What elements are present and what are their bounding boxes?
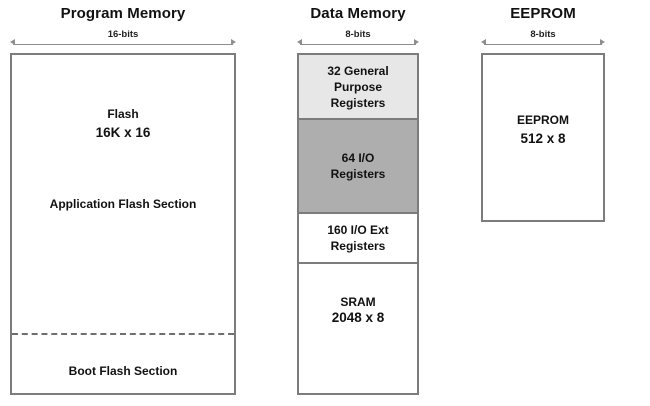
data-memory-title: Data Memory: [310, 5, 406, 22]
eeprom-width-label: 8-bits: [481, 30, 605, 40]
flash-label: Flash: [107, 107, 139, 121]
arrow-right-icon: [414, 39, 419, 45]
segment-sram: SRAM 2048 x 8: [299, 264, 417, 393]
flash-section-divider: [12, 333, 234, 335]
segment-line-1: 160 I/O Ext: [327, 223, 389, 237]
dimension-line: [13, 44, 233, 45]
data-memory-width-dimension: 8-bits: [297, 30, 419, 49]
dimension-line: [484, 44, 602, 45]
eeprom-title: EEPROM: [510, 5, 576, 22]
segment-line-1: 64 I/O: [341, 151, 375, 165]
eeprom-text-block: EEPROM 512 x 8: [483, 111, 603, 148]
eeprom-box: EEPROM 512 x 8: [481, 53, 605, 222]
segment-line-2: Registers: [330, 167, 386, 181]
segment-io-registers: 64 I/O Registers: [299, 120, 417, 214]
segment-line-2: Registers: [330, 239, 386, 253]
program-memory-width-label: 16-bits: [10, 30, 236, 40]
boot-flash-section-block: Boot Flash Section: [12, 362, 234, 380]
arrow-right-icon: [600, 39, 605, 45]
flash-heading-block: Flash 16K x 16: [12, 105, 234, 142]
program-memory-width-dimension: 16-bits: [10, 30, 236, 49]
application-flash-section-block: Application Flash Section: [12, 195, 234, 213]
eeprom-label: EEPROM: [516, 113, 569, 127]
arrow-left-icon: [10, 39, 15, 45]
arrow-left-icon: [481, 39, 486, 45]
segment-line-2: 2048 x 8: [331, 310, 385, 325]
arrow-right-icon: [231, 39, 236, 45]
program-memory-box: Flash 16K x 16 Application Flash Section…: [10, 53, 236, 395]
eeprom-width-dimension: 8-bits: [481, 30, 605, 49]
flash-size: 16K x 16: [95, 125, 151, 140]
segment-io-ext-registers: 160 I/O Ext Registers: [299, 214, 417, 264]
segment-line-2: Purpose: [333, 79, 382, 94]
arrow-left-icon: [297, 39, 302, 45]
application-flash-section-label: Application Flash Section: [49, 197, 197, 211]
segment-line-3: Registers: [330, 95, 386, 110]
boot-flash-section-label: Boot Flash Section: [68, 364, 178, 378]
eeprom-size: 512 x 8: [520, 131, 566, 146]
data-memory-box: 32 General Purpose Registers 64 I/O Regi…: [297, 53, 419, 395]
segment-line-1: 32 General: [327, 63, 389, 78]
program-memory-title: Program Memory: [60, 5, 186, 22]
data-memory-width-label: 8-bits: [297, 30, 419, 40]
segment-line-1: SRAM: [340, 295, 376, 309]
dimension-line: [300, 44, 416, 45]
segment-general-purpose-registers: 32 General Purpose Registers: [299, 55, 417, 120]
